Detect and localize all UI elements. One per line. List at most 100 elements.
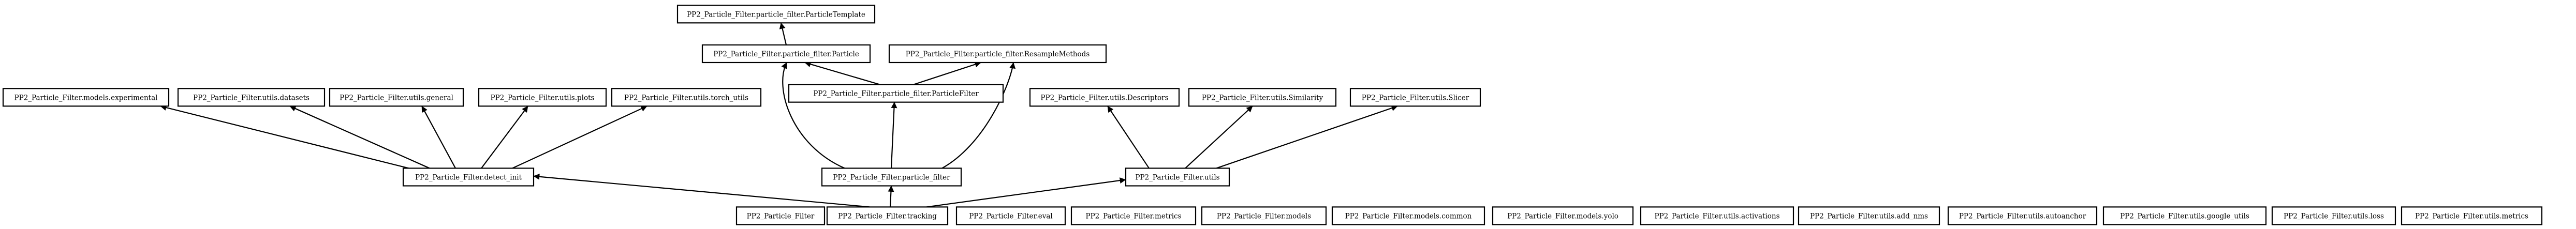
node-utils-activations: PP2_Particle_Filter.utils.activations <box>1640 206 1794 225</box>
node-pkg: PP2_Particle_Filter <box>735 206 826 225</box>
node-box <box>1188 88 1337 107</box>
node-detect-init: PP2_Particle_Filter.detect_init <box>402 167 535 187</box>
node-label: PP2_Particle_Filter.particle_filter.Part… <box>713 50 859 58</box>
node-label: PP2_Particle_Filter.models.experimental <box>14 94 158 102</box>
node-label: PP2_Particle_Filter.utils.general <box>340 94 453 102</box>
edge-particle_filter_mod-to-particle <box>781 62 845 169</box>
node-label: PP2_Particle_Filter.particle_filter <box>833 173 950 181</box>
node-box <box>2 88 170 107</box>
node-label: PP2_Particle_Filter.tracking <box>838 212 937 220</box>
node-label: PP2_Particle_Filter.particle_filter.Part… <box>813 90 979 98</box>
node-box <box>1201 206 1327 225</box>
nodes: PP2_Particle_Filter.particle_filter.Part… <box>2 5 2543 225</box>
node-label: PP2_Particle_Filter.utils.metrics <box>2415 212 2528 220</box>
node-utils-similarity: PP2_Particle_Filter.utils.Similarity <box>1188 88 1337 107</box>
node-utils-plots: PP2_Particle_Filter.utils.plots <box>478 88 607 107</box>
edge-tracking-to-utils <box>926 177 1126 208</box>
node-box <box>478 88 607 107</box>
node-utils-metrics: PP2_Particle_Filter.utils.metrics <box>2401 206 2543 225</box>
node-label: PP2_Particle_Filter.particle_filter.Resa… <box>906 50 1090 58</box>
node-box <box>1492 206 1634 225</box>
node-label: PP2_Particle_Filter.utils.plots <box>491 94 595 102</box>
node-label: PP2_Particle_Filter.utils.add_nms <box>1810 212 1928 220</box>
node-utils-loss: PP2_Particle_Filter.utils.loss <box>2271 206 2396 225</box>
node-utils-torch-utils: PP2_Particle_Filter.utils.torch_utils <box>611 88 762 107</box>
node-box <box>329 88 464 107</box>
node-label: PP2_Particle_Filter.models.yolo <box>1507 212 1618 220</box>
node-box <box>1125 167 1230 187</box>
node-box <box>2401 206 2543 225</box>
edge-particle-to-particle_template <box>779 22 787 45</box>
node-label: PP2_Particle_Filter.eval <box>969 212 1053 220</box>
node-label: PP2_Particle_Filter.utils <box>1135 173 1219 181</box>
node-tracking: PP2_Particle_Filter.tracking <box>826 206 949 225</box>
node-box <box>826 206 949 225</box>
edge-utils-to-utils_descriptors <box>1107 105 1150 169</box>
node-label: PP2_Particle_Filter.particle_filter.Part… <box>687 10 865 19</box>
node-box <box>1798 206 1940 225</box>
node-models: PP2_Particle_Filter.models <box>1201 206 1327 225</box>
edge-detect_init-to-utils_torch_utils <box>512 105 647 169</box>
node-box <box>1349 88 1481 107</box>
node-label: PP2_Particle_Filter.utils.google_utils <box>2120 212 2249 220</box>
node-box <box>611 88 762 107</box>
node-models-common: PP2_Particle_Filter.models.common <box>1331 206 1485 225</box>
node-label: PP2_Particle_Filter.utils.activations <box>1654 212 1779 220</box>
node-resample-methods: PP2_Particle_Filter.particle_filter.Resa… <box>888 44 1107 64</box>
node-utils-general: PP2_Particle_Filter.utils.general <box>329 88 464 107</box>
node-utils: PP2_Particle_Filter.utils <box>1125 167 1230 187</box>
node-label: PP2_Particle_Filter.utils.torch_utils <box>624 94 748 102</box>
node-particle: PP2_Particle_Filter.particle_filter.Part… <box>701 44 871 64</box>
node-box <box>1640 206 1794 225</box>
node-utils-google-utils: PP2_Particle_Filter.utils.google_utils <box>2102 206 2267 225</box>
node-label: PP2_Particle_Filter.models <box>1217 212 1311 220</box>
node-box <box>955 206 1066 225</box>
node-models-experimental: PP2_Particle_Filter.models.experimental <box>2 88 170 107</box>
node-box <box>2102 206 2267 225</box>
node-label: PP2_Particle_Filter.utils.Descriptors <box>1040 94 1168 102</box>
node-box <box>888 44 1107 64</box>
node-box <box>1070 206 1197 225</box>
edge-detect_init-to-utils_general <box>421 105 456 169</box>
edge-tracking-to-particle_filter_mod <box>888 185 894 207</box>
node-label: PP2_Particle_Filter.detect_init <box>415 173 522 181</box>
node-box <box>402 167 535 187</box>
node-box <box>1029 88 1180 107</box>
node-utils-slicer: PP2_Particle_Filter.utils.Slicer <box>1349 88 1481 107</box>
node-eval: PP2_Particle_Filter.eval <box>955 206 1066 225</box>
node-label: PP2_Particle_Filter.utils.loss <box>2284 212 2384 220</box>
edge-particle_filter_cls-to-resample_methods <box>913 61 981 85</box>
node-label: PP2_Particle_Filter.utils.datasets <box>193 94 310 102</box>
node-label: PP2_Particle_Filter.utils.Similarity <box>1202 94 1323 102</box>
node-label: PP2_Particle_Filter.utils.autoanchor <box>1959 212 2086 220</box>
node-metrics: PP2_Particle_Filter.metrics <box>1070 206 1197 225</box>
node-box <box>788 84 1004 103</box>
edge-detect_init-to-models_experimental <box>160 104 415 171</box>
edge-utils-to-utils_slicer <box>1216 105 1398 169</box>
node-box <box>676 5 876 24</box>
node-label: PP2_Particle_Filter <box>747 212 815 220</box>
node-particle-filter-mod: PP2_Particle_Filter.particle_filter <box>821 167 962 187</box>
edges <box>160 22 1398 208</box>
node-box <box>1331 206 1485 225</box>
edge-tracking-to-detect_init <box>533 173 870 208</box>
edge-detect_init-to-utils_datasets <box>289 105 430 169</box>
node-label: PP2_Particle_Filter.metrics <box>1086 212 1182 220</box>
node-box <box>177 88 326 107</box>
node-utils-autoanchor: PP2_Particle_Filter.utils.autoanchor <box>1947 206 2098 225</box>
node-label: PP2_Particle_Filter.utils.Slicer <box>1362 94 1469 102</box>
edge-detect_init-to-utils_plots <box>481 105 528 169</box>
node-utils-descriptors: PP2_Particle_Filter.utils.Descriptors <box>1029 88 1180 107</box>
node-box <box>735 206 826 225</box>
node-particle-template: PP2_Particle_Filter.particle_filter.Part… <box>676 5 876 24</box>
edge-particle_filter_cls-to-particle <box>804 61 880 85</box>
node-label: PP2_Particle_Filter.models.common <box>1345 212 1472 220</box>
node-utils-add-nms: PP2_Particle_Filter.utils.add_nms <box>1798 206 1940 225</box>
node-box <box>821 167 962 187</box>
node-utils-datasets: PP2_Particle_Filter.utils.datasets <box>177 88 326 107</box>
node-box <box>1947 206 2098 225</box>
node-box <box>2271 206 2396 225</box>
edge-particle_filter_mod-to-resample_methods <box>941 62 1016 169</box>
node-models-yolo: PP2_Particle_Filter.models.yolo <box>1492 206 1634 225</box>
edge-utils-to-utils_similarity <box>1185 105 1253 169</box>
